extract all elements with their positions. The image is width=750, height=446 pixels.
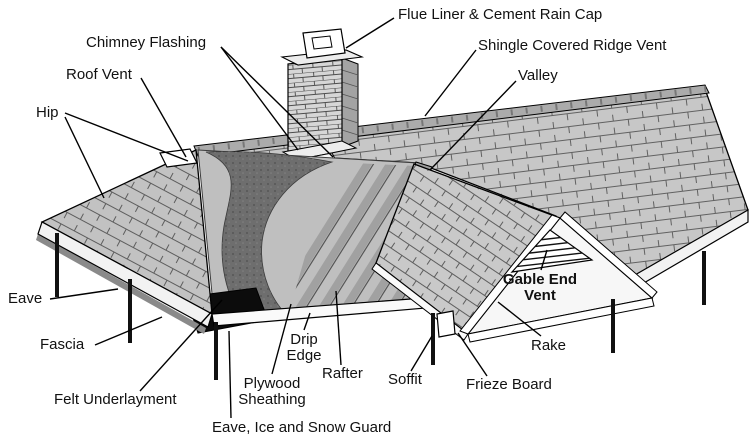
label-eave: Eave [8, 290, 43, 307]
leader-line [49, 288, 119, 300]
label-rafter: Rafter [322, 365, 363, 382]
label-frieze-board: Frieze Board [466, 376, 552, 393]
leader-line [64, 112, 189, 162]
label-shingle-covered-ridge-vent: Shingle Covered Ridge Vent [478, 37, 667, 54]
support-posts [55, 233, 706, 380]
leader-line [303, 312, 311, 331]
leader-line [64, 116, 105, 199]
label-roof-vent: Roof Vent [66, 66, 132, 83]
leader-line [220, 46, 299, 151]
label-chimney-flashing: Chimney Flashing [86, 34, 207, 51]
label-rake: Rake [531, 337, 567, 354]
leader-line [429, 80, 517, 171]
leader-line [228, 330, 232, 419]
chimney-side-brick-lines [341, 69, 359, 136]
label-hip: Hip [36, 104, 59, 121]
rake-board-right [559, 211, 658, 299]
rake-board-left [459, 214, 561, 335]
label-soffit: Soffit [388, 371, 422, 388]
label-flue-liner-cement-rain-cap: Flue Liner & Cement Rain Cap [398, 6, 603, 23]
label-gable-end-vent: Gable End Vent [502, 271, 578, 305]
leader-line [220, 46, 334, 158]
left-eave-fascia-board [37, 221, 213, 328]
flue-liner-opening [311, 35, 333, 50]
label-fascia: Fascia [40, 336, 85, 353]
gable-dormer [371, 163, 658, 343]
label-plywood-sheathing: Plywood Sheathing [238, 375, 306, 409]
leader-line [457, 332, 488, 377]
leader-line [345, 17, 395, 49]
leader-line [94, 316, 163, 346]
leader-line [140, 77, 187, 158]
label-valley: Valley [518, 67, 558, 84]
left-eave-soffit-shadow [36, 234, 206, 334]
label-felt-underlayment: Felt Underlayment [54, 391, 177, 408]
leader-line [139, 299, 223, 392]
soffit-wall-box [436, 310, 456, 338]
label-eave-ice-and-snow-guard: Eave, Ice and Snow Guard [212, 419, 392, 436]
felt-underlayment-texture [206, 151, 332, 322]
leader-line [540, 249, 548, 271]
frieze-board-strip [467, 297, 655, 343]
leader-line [424, 49, 477, 117]
ridge-vent-ticks [197, 86, 707, 153]
leader-line [497, 301, 542, 337]
label-drip-edge: Drip Edge [286, 331, 322, 365]
leader-line [335, 290, 342, 366]
leader-line [271, 303, 292, 375]
leader-line [410, 335, 433, 372]
